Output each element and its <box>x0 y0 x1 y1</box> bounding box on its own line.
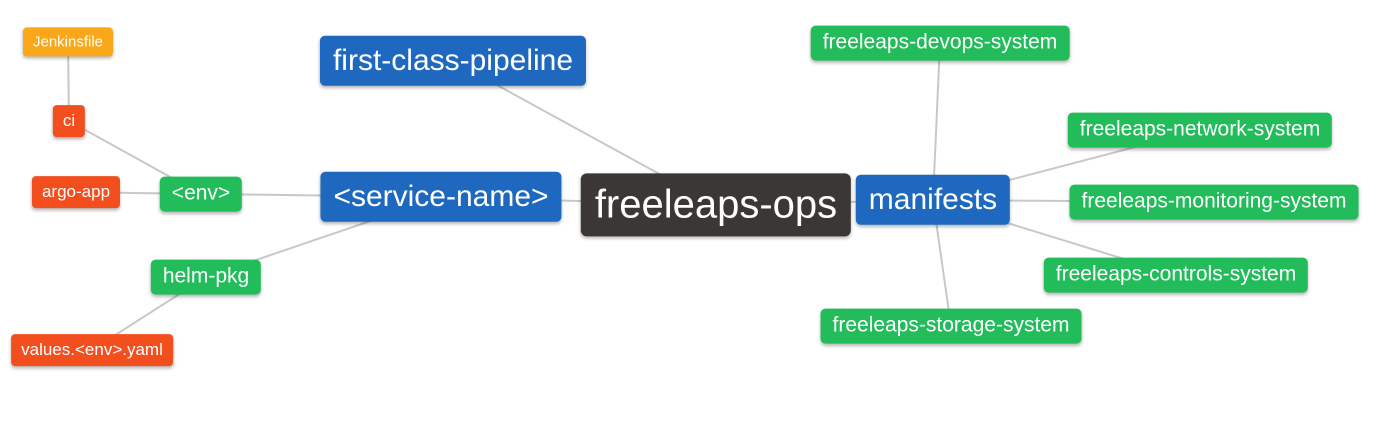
node-helm-pkg[interactable]: helm-pkg <box>150 259 262 295</box>
node-values-env-yaml[interactable]: values.<env>.yaml <box>11 334 173 366</box>
node-freeleaps-storage-system[interactable]: freeleaps-storage-system <box>820 308 1082 344</box>
node-service-name[interactable]: <service-name> <box>320 171 562 223</box>
node-freeleaps-devops-system[interactable]: freeleaps-devops-system <box>810 25 1070 61</box>
node-jenkinsfile[interactable]: Jenkinsfile <box>22 27 114 57</box>
node-env[interactable]: <env> <box>159 176 243 212</box>
node-argo-app[interactable]: argo-app <box>31 176 121 208</box>
node-ci[interactable]: ci <box>52 105 86 137</box>
node-freeleaps-ops-root[interactable]: freeleaps-ops <box>580 173 852 237</box>
node-first-class-pipeline[interactable]: first-class-pipeline <box>319 35 587 87</box>
node-manifests[interactable]: manifests <box>855 174 1011 226</box>
node-freeleaps-monitoring-system[interactable]: freeleaps-monitoring-system <box>1069 184 1359 220</box>
node-freeleaps-network-system[interactable]: freeleaps-network-system <box>1067 112 1333 148</box>
node-freeleaps-controls-system[interactable]: freeleaps-controls-system <box>1043 257 1309 293</box>
